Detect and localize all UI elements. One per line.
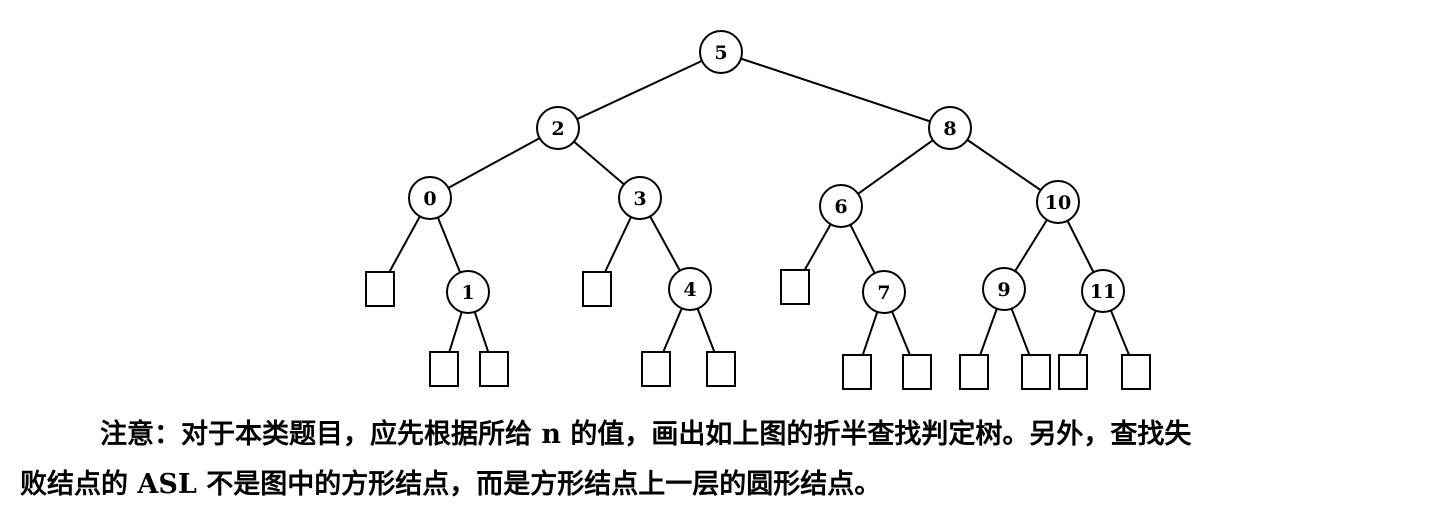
failure-node-box	[1121, 354, 1151, 390]
failure-node-box	[429, 351, 459, 387]
tree-edge	[849, 224, 876, 274]
tree-node-5: 5	[699, 30, 743, 74]
node-circle	[928, 106, 972, 150]
node-label: 1	[461, 282, 474, 304]
failure-node-box	[582, 271, 612, 307]
tree-edge	[662, 307, 683, 353]
tree-node-4: 4	[668, 267, 712, 311]
tree-edge	[388, 215, 421, 273]
node-circle	[1036, 180, 1080, 224]
tree-edge	[696, 308, 716, 353]
node-label: 3	[633, 188, 646, 210]
node-circle	[862, 270, 906, 314]
tree-node-8: 8	[928, 106, 972, 150]
tree-edge	[447, 137, 541, 189]
failure-node-box	[706, 351, 736, 387]
failure-node-box	[479, 351, 509, 387]
node-circle	[408, 176, 452, 220]
tree-edge	[436, 217, 462, 273]
tree-edges	[388, 57, 1131, 356]
failure-node-box	[365, 271, 395, 307]
tree-node-10: 10	[1036, 180, 1080, 224]
tree-node-1: 1	[446, 270, 490, 314]
tree-node-0: 0	[408, 176, 452, 220]
failure-node-box	[780, 269, 810, 305]
tree-edge	[740, 57, 931, 123]
node-label: 2	[551, 118, 564, 140]
node-circle	[1081, 269, 1125, 313]
node-circle	[536, 106, 580, 150]
node-circle	[668, 267, 712, 311]
tree-node-7: 7	[862, 270, 906, 314]
node-label: 7	[877, 282, 890, 304]
node-label: 5	[714, 42, 727, 64]
note-text-line-1: 注意：对于本类题目，应先根据所给 n 的值，画出如上图的折半查找判定树。另外，查…	[100, 419, 1192, 450]
failure-node-box	[641, 351, 671, 387]
tree-node-2: 2	[536, 106, 580, 150]
tree-edge	[857, 139, 934, 195]
tree-edge	[1066, 220, 1095, 273]
note-text-line-2: 败结点的 ASL 不是图中的方形结点，而是方形结点上一层的圆形结点。	[20, 469, 882, 500]
node-label: 6	[834, 196, 847, 218]
tree-edge	[966, 139, 1042, 191]
node-circle	[819, 184, 863, 228]
node-circle	[618, 176, 662, 220]
tree-node-3: 3	[618, 176, 662, 220]
node-label: 4	[683, 279, 696, 301]
tree-node-11: 11	[1081, 269, 1125, 313]
tree-edge	[1010, 308, 1031, 356]
node-label: 0	[423, 188, 436, 210]
failure-node-box	[1058, 354, 1088, 390]
failure-node-box	[842, 354, 872, 390]
node-circle	[446, 270, 490, 314]
tree-edge	[861, 311, 879, 356]
tree-edge	[473, 311, 490, 353]
tree-edge	[649, 215, 681, 272]
node-circle	[699, 30, 743, 74]
tree-edge	[604, 216, 632, 273]
failure-node-box	[1021, 354, 1051, 390]
node-label: 9	[997, 279, 1010, 301]
tree-node-6: 6	[819, 184, 863, 228]
tree-edge	[1014, 219, 1048, 272]
tree-edge	[573, 140, 625, 186]
tree-edge	[576, 59, 703, 121]
tree-edge	[448, 311, 463, 353]
tree-edge	[1078, 310, 1097, 356]
node-label: 10	[1045, 192, 1071, 214]
node-label: 8	[943, 118, 956, 140]
tree-edge	[803, 223, 832, 271]
failure-node-box	[902, 354, 932, 390]
tree-node-9: 9	[982, 267, 1026, 311]
node-circle	[982, 267, 1026, 311]
failure-node-box	[959, 354, 989, 390]
tree-edge	[1109, 310, 1131, 356]
node-label: 11	[1090, 281, 1116, 303]
tree-edge	[891, 311, 911, 356]
tree-edge	[979, 308, 998, 356]
